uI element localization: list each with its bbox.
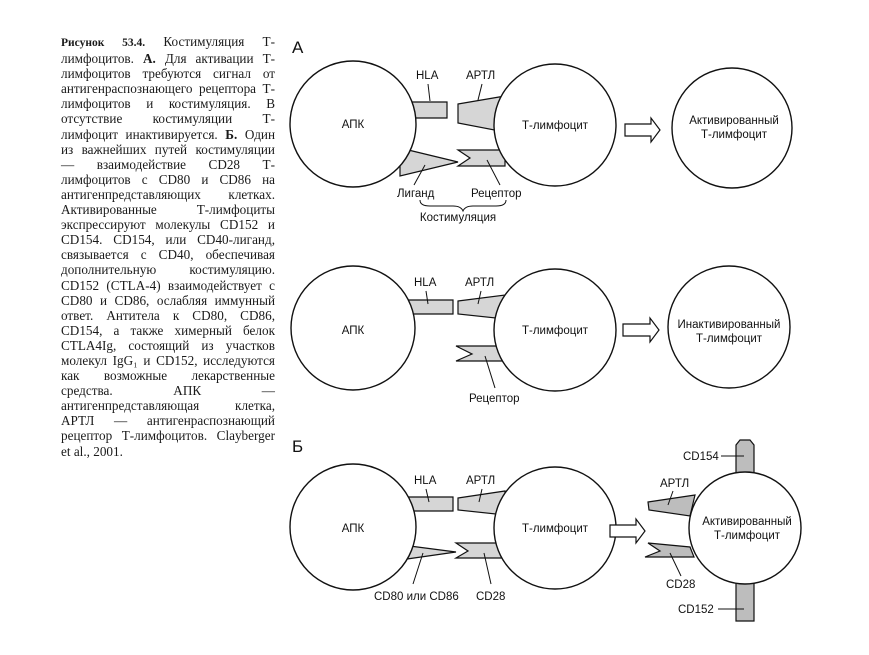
- artl-label: АРТЛ: [465, 277, 494, 289]
- artl-leader: [477, 83, 483, 101]
- receptor-leader: [484, 355, 496, 389]
- caption-title: Костимуляция Т-лимфоцитов.: [61, 34, 276, 67]
- figure-number: Рисунок 53.4.: [61, 37, 146, 49]
- apc-label: АПК: [342, 119, 365, 131]
- hla-leader: [425, 488, 430, 503]
- inactivated-t-cell: [667, 265, 791, 389]
- result-cd28-label: CD28: [666, 579, 695, 591]
- cd154-molecule: [735, 439, 755, 477]
- activated-t-cell: [671, 67, 793, 189]
- caption-part-a-label: А.: [143, 51, 156, 67]
- artl-label: АРТЛ: [466, 70, 495, 82]
- result-artl-label: АРТЛ: [660, 478, 689, 490]
- costimulation-brace: [419, 199, 507, 213]
- activated-line1: Активированный: [702, 516, 792, 528]
- apc-label: АПК: [342, 325, 365, 337]
- t-cell-label: Т-лимфоцит: [522, 325, 589, 337]
- panel-a-row1: А АПК Т-лимфоцит HLA АРТЛ Лиганд Рецепто…: [289, 38, 793, 224]
- cd28-label: CD28: [476, 591, 505, 603]
- activated-t-cell: [688, 471, 802, 585]
- caption-part-a-text: Для активации Т-лимфоцитов требуются сиг…: [61, 51, 276, 142]
- receptor-label: Рецептор: [469, 393, 520, 405]
- hla-leader: [425, 290, 429, 305]
- caption-part-b-label: Б.: [225, 126, 238, 142]
- costim-receptor: [456, 149, 506, 167]
- result-artl-leader: [667, 490, 674, 506]
- ligand-leader: [413, 164, 426, 186]
- apc-cell: [289, 463, 417, 591]
- cd80-leader: [412, 552, 424, 585]
- cd152-molecule: [735, 579, 755, 622]
- result-cd28-leader: [669, 552, 682, 577]
- t-cell: [493, 268, 617, 392]
- panel-b: Б АПК Т-лимфоцит HLA АРТЛ CD80 или CD86 …: [289, 437, 802, 622]
- arrow-right-icon: [622, 316, 660, 344]
- arrow-right-icon: [609, 517, 646, 545]
- apc-cell: [290, 265, 416, 391]
- t-cell: [493, 63, 617, 187]
- panel-a-row2: АПК Т-лимфоцит HLA АРТЛ Рецептор Инактив…: [290, 265, 791, 405]
- artl-leader: [477, 290, 482, 305]
- apc-label: АПК: [342, 523, 365, 535]
- hla-leader: [427, 83, 431, 102]
- hla-label: HLA: [414, 277, 437, 289]
- activated-line1: Активированный: [689, 115, 779, 127]
- inactivated-line1: Инактивированный: [678, 319, 781, 331]
- arrow-right-icon: [624, 116, 661, 144]
- receptor-label: Рецептор: [471, 188, 522, 200]
- ligand-label: Лиганд: [397, 188, 435, 200]
- cd152-label: CD152: [678, 604, 714, 616]
- result-artl-receptor: [647, 494, 696, 517]
- panel-b-label: Б: [292, 437, 303, 456]
- panel-a-label: А: [292, 38, 304, 57]
- inactivated-line2: Т-лимфоцит: [696, 333, 763, 345]
- receptor-leader: [486, 159, 501, 186]
- apc-cell: [289, 60, 417, 188]
- t-cell-label: Т-лимфоцит: [522, 523, 589, 535]
- caption-part-b-text: Один из важнейших путей костимуляции — в…: [61, 126, 276, 459]
- hla-label: HLA: [416, 70, 439, 82]
- figure-caption: Рисунок 53.4. Костимуляция Т-лимфоцитов.…: [61, 34, 275, 459]
- activated-line2: Т-лимфоцит: [714, 530, 781, 542]
- hla-label: HLA: [414, 475, 437, 487]
- cd154-label: CD154: [683, 451, 719, 463]
- artl-leader: [478, 488, 483, 503]
- t-cell-label: Т-лимфоцит: [522, 120, 589, 132]
- artl-label: АРТЛ: [466, 475, 495, 487]
- cd28-leader: [483, 552, 492, 585]
- activated-line2: Т-лимфоцит: [701, 129, 768, 141]
- result-cd28-molecule: [644, 542, 695, 558]
- costimulation-label: Костимуляция: [420, 212, 496, 224]
- cd80-cd86-label: CD80 или CD86: [374, 591, 459, 603]
